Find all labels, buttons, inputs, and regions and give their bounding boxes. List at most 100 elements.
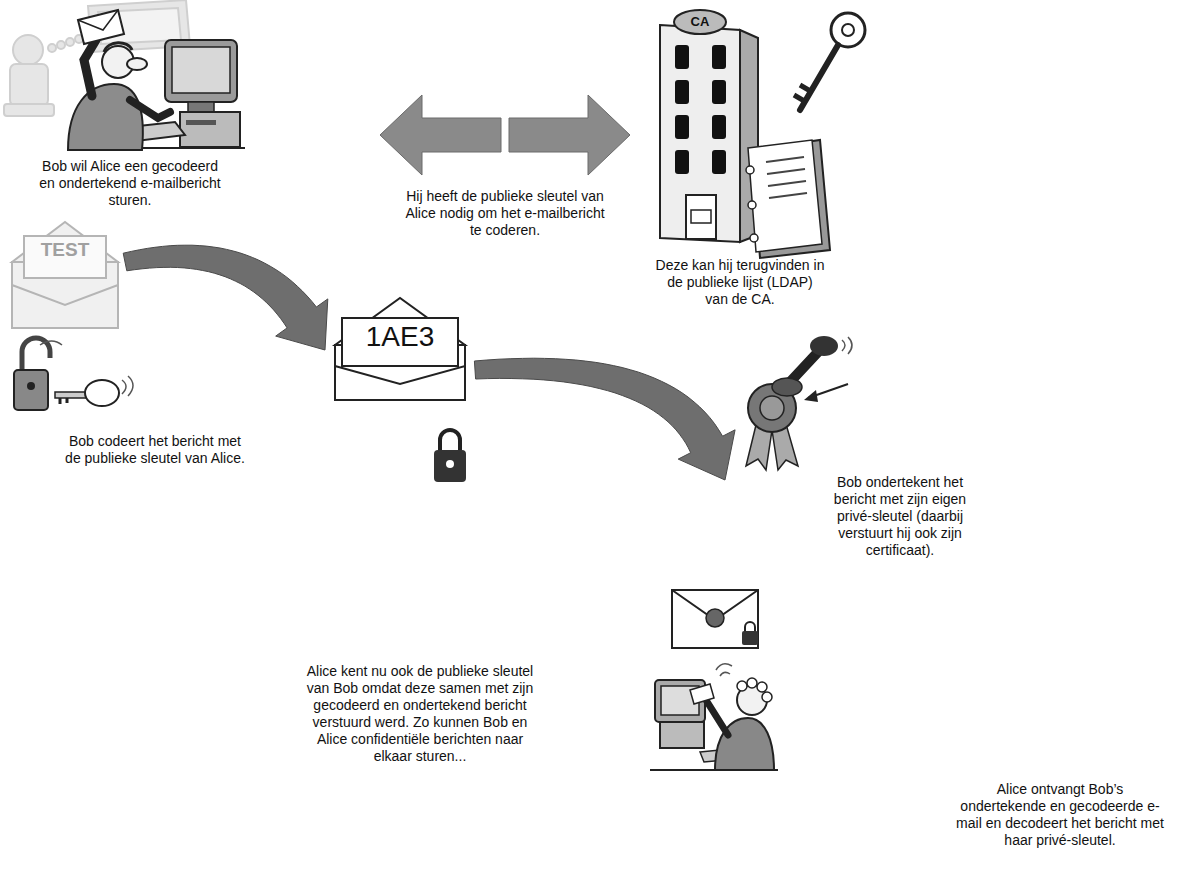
building-windows: [712, 115, 726, 139]
envelope-seal: [706, 609, 724, 627]
caption-text: Bob ondertekent het bericht met zijn eig…: [817, 474, 983, 559]
faded-stamp: [57, 41, 65, 49]
folder-lines: [766, 157, 804, 162]
building-windows: [712, 80, 726, 104]
folder-rings: [748, 201, 756, 209]
building-windows: [675, 80, 689, 104]
envelope-front: [335, 366, 465, 400]
screen: [172, 47, 230, 93]
lock-and-key: [14, 338, 133, 410]
building-front: [660, 25, 740, 242]
keyhole: [27, 382, 35, 390]
message-text: TEST: [24, 241, 106, 258]
scene-box: Alice ontvangt Bob’s ondertekende en gec…: [650, 575, 1170, 875]
block-arrow: [509, 95, 630, 175]
test-envelope: [12, 285, 118, 328]
test-envelope: [12, 222, 118, 328]
edge-label: Hij heeft de publieke sleutel van Alice …: [403, 188, 608, 239]
door-envelope: [691, 210, 711, 223]
faded-stamp: [48, 44, 56, 52]
test-envelope: [24, 236, 106, 278]
block-arrow: [380, 95, 501, 175]
bob-illustration: [4, 0, 245, 150]
seal-illustration: [746, 336, 852, 470]
computer-case: [180, 112, 240, 147]
folder-lines: [768, 181, 806, 186]
monitor-stand: [188, 102, 214, 112]
key-hole: [842, 24, 854, 36]
motion-marks: [122, 376, 133, 396]
folder-rings: [746, 166, 754, 174]
key-teeth: [60, 398, 67, 404]
folder-rings: [750, 234, 758, 242]
received-envelope: [672, 590, 758, 648]
ca-illustration: [660, 10, 865, 258]
scene-box: CADeze kan hij terugvinden in de publiek…: [630, 0, 880, 305]
scene-box: Bob wil Alice een gecodeerd en onderteke…: [15, 0, 380, 220]
padlock-body: [434, 450, 466, 482]
building-windows: [712, 45, 726, 69]
alice-hair: [737, 681, 747, 691]
faded-stamp: [4, 104, 54, 116]
alice-envelope: [690, 684, 714, 704]
coded-envelope: [335, 298, 466, 482]
building-windows: [712, 150, 726, 174]
motion-marks: [842, 337, 852, 354]
folder-lines: [766, 157, 807, 198]
alice-hair: [762, 692, 772, 702]
small-padlock: [742, 631, 758, 645]
envelope-box: TEST: [8, 218, 125, 330]
monitor: [165, 40, 237, 102]
caption-text: Bob wil Alice een gecodeerd en onderteke…: [35, 158, 225, 209]
padlock-shackle: [440, 430, 460, 452]
alice-arm: [706, 700, 728, 735]
alice-hair: [757, 682, 767, 692]
stamp-base: [772, 378, 802, 396]
hand: [85, 380, 119, 406]
envelope-paper: [342, 318, 458, 366]
folder-lines: [767, 169, 805, 174]
padlock-keyhole: [446, 460, 454, 468]
building-windows: [675, 45, 726, 174]
alice-computer-case: [660, 722, 704, 748]
building-windows: [675, 115, 689, 139]
folder-page: [748, 140, 822, 252]
lock-body: [14, 370, 48, 410]
drive-slot: [186, 120, 216, 125]
building-door: [686, 195, 716, 239]
note-text: Alice kent nu ook de publieke sleutel va…: [297, 663, 543, 765]
bob-arm: [130, 100, 170, 118]
turn-mark: [40, 341, 62, 345]
folder-rings: [746, 166, 758, 242]
building-windows: [675, 45, 689, 69]
faded-stamp: [13, 35, 43, 65]
roof-sign: [674, 10, 726, 34]
key-teeth: [794, 85, 812, 102]
bob-body: [68, 84, 143, 150]
envelope-flap: [78, 10, 118, 30]
alice-illustration: [650, 590, 778, 770]
seal-center: [760, 396, 784, 420]
alice-hair: [737, 678, 772, 702]
cipher-text: 1AE3: [342, 320, 458, 354]
held-envelope: [78, 10, 124, 44]
stamp-knob: [810, 336, 838, 356]
bob-hair: [104, 43, 132, 52]
small-shackle: [745, 622, 755, 632]
faded-stamp: [66, 38, 74, 46]
folder-lines: [769, 193, 807, 198]
key-bow: [831, 13, 865, 47]
flow-arrow: [380, 95, 630, 175]
curved-arrow: [123, 245, 328, 350]
stamp-handle: [790, 352, 818, 382]
curved-arrow: [474, 358, 735, 480]
faded-stamp: [10, 64, 48, 106]
pointer-head: [804, 390, 818, 402]
alice-hair: [747, 678, 757, 688]
scene-box: Bob ondertekent het bericht met zijn eig…: [725, 335, 1005, 585]
flow-arrow: [123, 245, 328, 350]
caption-text: Alice ontvangt Bob’s ondertekende en gec…: [952, 781, 1168, 849]
building-sign-text: CA: [675, 13, 725, 30]
bob-raised-arm: [84, 40, 96, 96]
